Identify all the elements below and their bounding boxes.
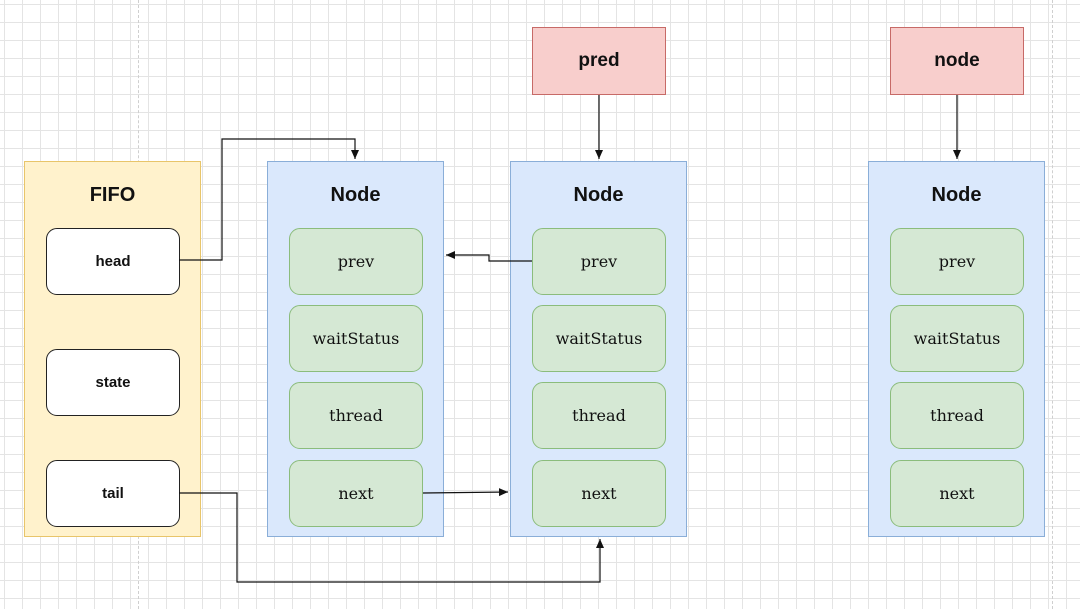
node-1-prev-field[interactable]: prev bbox=[289, 228, 423, 295]
fifo-queue[interactable]: FIFO head state tail bbox=[24, 161, 201, 537]
fifo-state-field[interactable]: state bbox=[46, 349, 180, 416]
fifo-title: FIFO bbox=[89, 184, 136, 206]
node-2-title: Node bbox=[573, 184, 624, 206]
node-2[interactable]: Node prev waitStatus thread next bbox=[510, 161, 687, 537]
node-1-title: Node bbox=[330, 184, 381, 206]
node-1-waitstatus-field[interactable]: waitStatus bbox=[289, 305, 423, 372]
node-2-waitstatus-field[interactable]: waitStatus bbox=[532, 305, 666, 372]
node-1-thread-field[interactable]: thread bbox=[289, 382, 423, 449]
pred-pointer[interactable]: pred bbox=[532, 27, 666, 95]
node-2-next-field[interactable]: next bbox=[532, 460, 666, 527]
node-2-thread-field[interactable]: thread bbox=[532, 382, 666, 449]
page-guide-right bbox=[1052, 0, 1053, 609]
node-3[interactable]: Node prev waitStatus thread next bbox=[868, 161, 1045, 537]
node-2-prev-field[interactable]: prev bbox=[532, 228, 666, 295]
node-3-thread-field[interactable]: thread bbox=[890, 382, 1024, 449]
node-3-title: Node bbox=[931, 184, 982, 206]
fifo-head-field[interactable]: head bbox=[46, 228, 180, 295]
node-1[interactable]: Node prev waitStatus thread next bbox=[267, 161, 444, 537]
node-3-waitstatus-field[interactable]: waitStatus bbox=[890, 305, 1024, 372]
node-3-prev-field[interactable]: prev bbox=[890, 228, 1024, 295]
node-pointer[interactable]: node bbox=[890, 27, 1024, 95]
node-1-next-field[interactable]: next bbox=[289, 460, 423, 527]
node-3-next-field[interactable]: next bbox=[890, 460, 1024, 527]
fifo-tail-field[interactable]: tail bbox=[46, 460, 180, 527]
